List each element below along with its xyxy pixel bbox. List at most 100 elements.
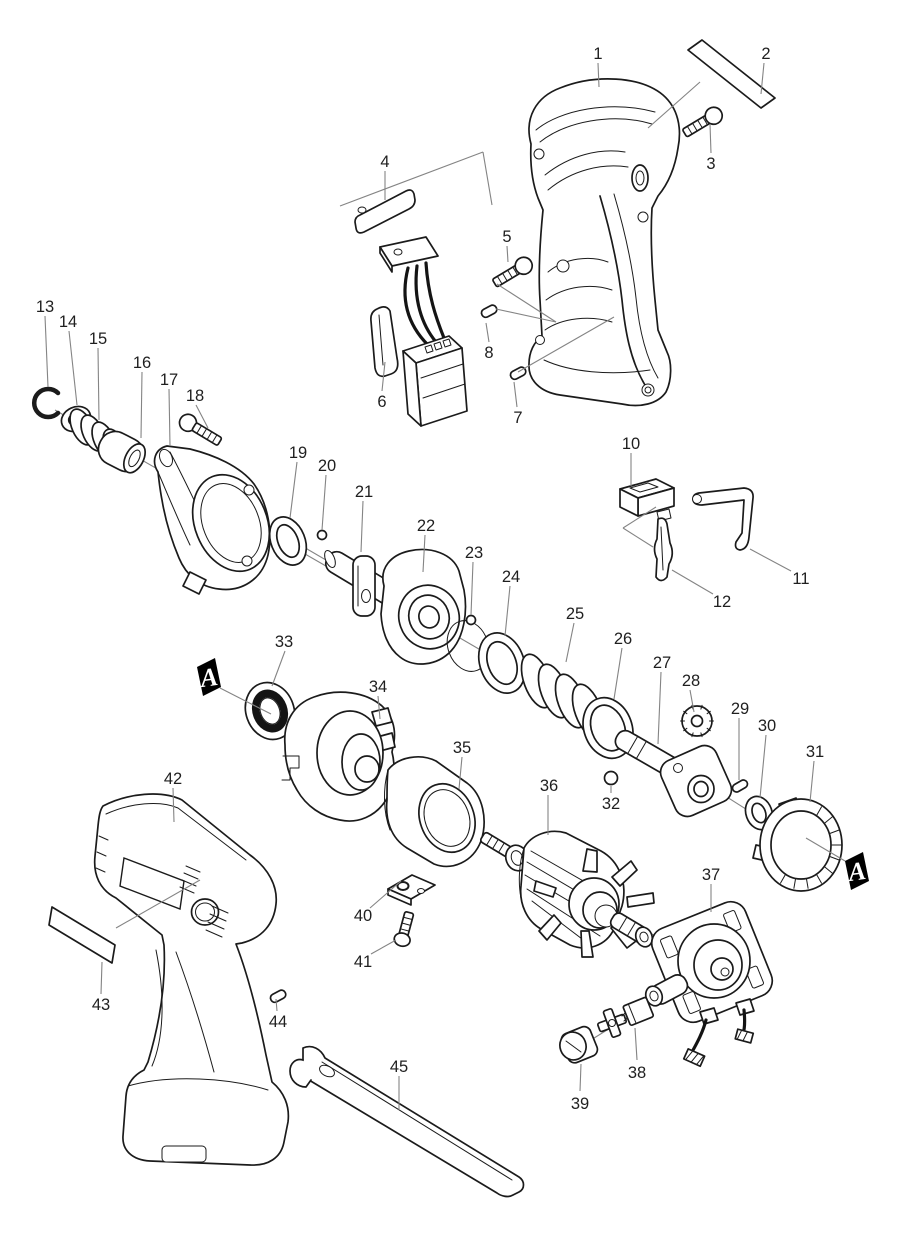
part-number-22: 22 [417,517,435,535]
part-number-34: 34 [369,678,387,696]
part-number-16: 16 [133,354,151,372]
leader-line-part-40 [369,880,402,909]
leader-line-part-38 [634,1027,638,1061]
part-bearing-33 [244,681,296,741]
leader-line-part-30 [759,734,767,799]
view-marker-leader [219,687,272,715]
leader-line-part-44 [275,998,278,1012]
part-screw-3 [682,106,724,138]
part-strip-4 [354,189,416,234]
part-number-31: 31 [806,743,824,761]
assembly-line [496,283,557,323]
part-number-37: 37 [702,866,720,884]
part-spindle [614,729,733,818]
view-marker-box [197,658,221,696]
part-number-30: 30 [758,717,776,735]
leader-line-part-17 [168,388,171,447]
part-number-12: 12 [713,593,731,611]
part-number-3: 3 [706,155,715,173]
leader-line-part-7 [513,381,518,408]
part-sleeve-16 [97,430,146,474]
part-number-40: 40 [354,907,372,925]
part-strap-45 [289,1045,525,1198]
assembly-line [622,506,657,529]
leader-line-part-2 [760,62,765,95]
part-number-15: 15 [89,330,107,348]
part-number-26: 26 [614,630,632,648]
part-number-20: 20 [318,457,336,475]
leader-line-part-24 [504,585,511,637]
leader-line-part-33 [271,650,286,687]
part-number-33: 33 [275,633,293,651]
assembly-line [115,879,201,929]
part-number-24: 24 [502,568,520,586]
part-number-13: 13 [36,298,54,316]
part-number-18: 18 [186,387,204,405]
part-rear-housing [528,78,681,407]
part-pin-44 [269,989,287,1004]
leader-line-part-19 [289,461,298,519]
part-ring-19 [268,516,308,566]
leader-line-part-42 [172,787,175,823]
part-number-8: 8 [484,344,493,362]
leader-line-part-11 [749,548,792,572]
leader-line-part-23 [470,561,474,616]
part-number-17: 17 [160,371,178,389]
assembly-line [647,81,701,129]
leader-line-part-12 [671,569,714,595]
part-carbon-brush [597,996,655,1038]
part-nameplate [687,39,776,109]
leader-lines [44,62,815,1110]
leader-line-part-39 [579,1063,582,1092]
part-number-14: 14 [59,313,77,331]
part-pin-8 [480,304,498,319]
leader-line-part-13 [44,315,49,388]
part-number-27: 27 [653,654,671,672]
part-wire-lever [692,487,754,551]
part-screw-5 [492,256,534,288]
part-washer-24 [477,632,527,694]
part-lever-12 [653,508,674,582]
part-number-7: 7 [513,409,522,427]
leader-line-part-35 [458,756,463,790]
leader-line-part-5 [506,245,509,263]
part-number-42: 42 [164,770,182,788]
part-number-41: 41 [354,953,372,971]
part-number-25: 25 [566,605,584,623]
part-gear-case [281,691,396,822]
part-brush-cap [559,1025,599,1064]
part-number-32: 32 [602,795,620,813]
leader-line-part-34 [377,695,381,720]
part-anvil [324,549,401,617]
view-marker-box [845,852,869,890]
assembly-line [339,151,484,207]
part-screw-18 [178,413,223,446]
view-markers: AA [196,658,869,890]
part-switch [370,236,468,427]
part-number-21: 21 [355,483,373,501]
part-screw-41 [393,911,415,948]
leader-line-part-15 [97,347,100,421]
part-label-43 [48,906,116,964]
leader-line-part-3 [709,123,712,154]
leader-line-part-28 [689,689,695,713]
leader-line-part-21 [360,500,364,553]
part-number-43: 43 [92,996,110,1014]
part-front-housing [93,793,290,1166]
part-number-44: 44 [269,1013,287,1031]
leader-line-part-25 [565,622,575,663]
parts-artwork [31,39,843,1198]
part-terminal-bracket [619,478,675,517]
part-number-5: 5 [502,228,511,246]
leader-line-part-6 [381,361,386,392]
part-number-36: 36 [540,777,558,795]
part-hammer [380,548,467,665]
part-number-29: 29 [731,700,749,718]
part-number-45: 45 [390,1058,408,1076]
part-number-1: 1 [593,45,602,63]
leader-line-part-43 [100,961,103,995]
part-number-28: 28 [682,672,700,690]
